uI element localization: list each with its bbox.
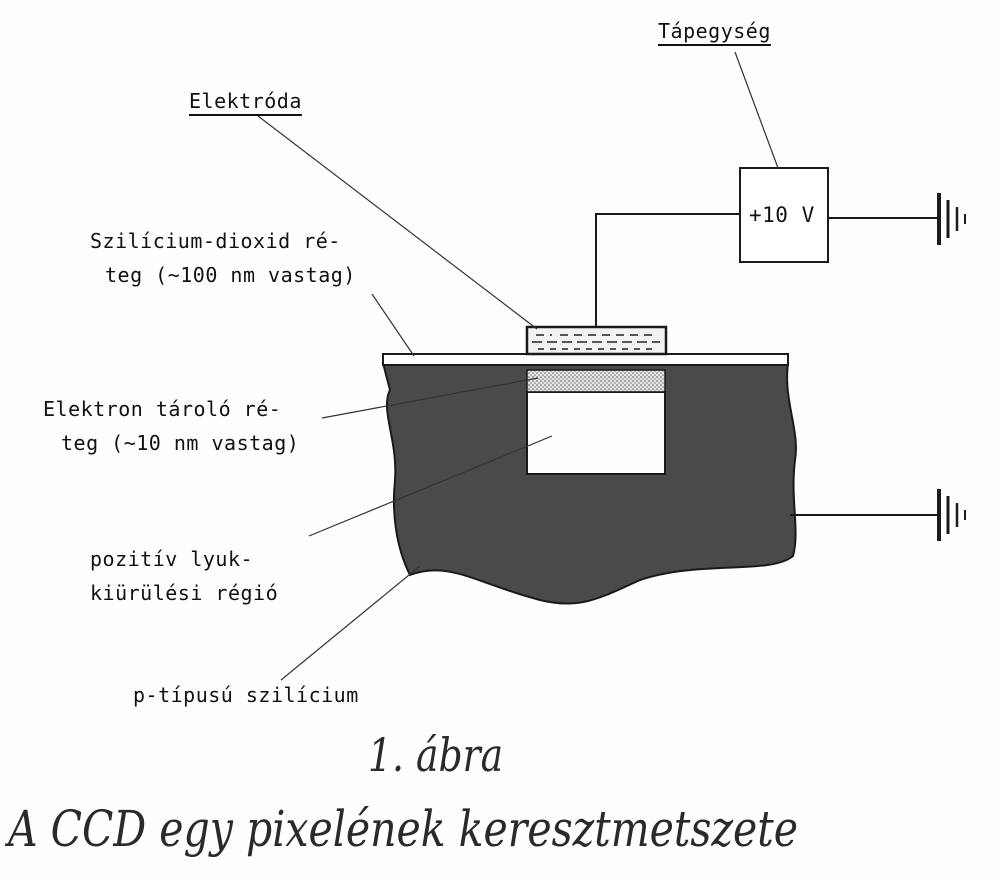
- leader-line-oxide: [371, 293, 415, 357]
- electrode: [525, 325, 668, 356]
- label-oxide-line1: Szilícium-dioxid ré-: [90, 229, 341, 253]
- leader-lines: [257, 51, 779, 681]
- leader-line-storage: [321, 377, 539, 419]
- label-storage-line2: teg (~10 nm vastag): [61, 431, 300, 455]
- label-voltage: +10 V: [749, 203, 815, 227]
- silicon-dioxide-layer: [382, 353, 789, 366]
- leader-line-depletion: [308, 435, 553, 537]
- label-elektroda: Elektróda: [189, 89, 302, 113]
- ground-icon: [937, 489, 966, 541]
- electron-storage-layer: [526, 369, 666, 393]
- figure-number: 1. ábra: [368, 728, 504, 782]
- ground-icon: [937, 193, 966, 245]
- p-type-silicon-body: [381, 362, 797, 605]
- power-supply-box: [739, 167, 829, 263]
- label-storage-line1: Elektron tároló ré-: [43, 397, 282, 421]
- leader-line-tapegyseg: [734, 51, 779, 169]
- electrode-hatching: [532, 334, 660, 350]
- label-depletion-line1: pozitív lyuk-: [90, 547, 254, 571]
- figure-caption: A CCD egy pixelének keresztmetszete: [8, 800, 799, 858]
- depletion-region: [526, 391, 666, 475]
- leader-line-substrate: [280, 565, 421, 681]
- leader-line-elektroda: [257, 115, 538, 330]
- label-oxide-line2: teg (~100 nm vastag): [105, 263, 356, 287]
- supply-wire: [595, 213, 740, 327]
- label-substrate: p-típusú szilícium: [133, 683, 359, 707]
- label-tapegyseg: Tápegység: [658, 19, 771, 43]
- label-depletion-line2: kiürülési régió: [90, 581, 279, 605]
